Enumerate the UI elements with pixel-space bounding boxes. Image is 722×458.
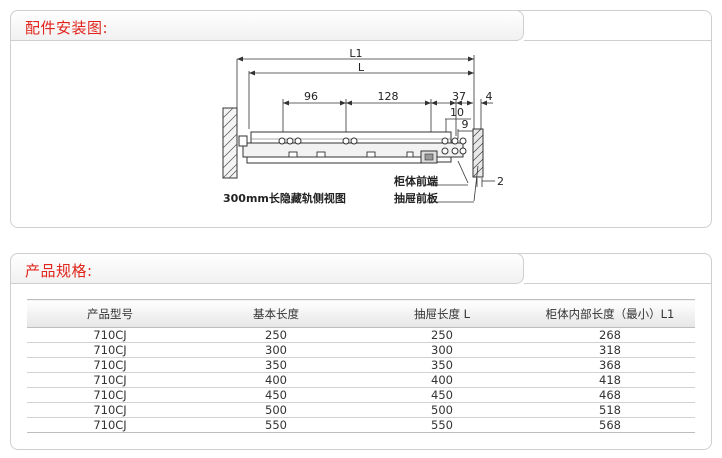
table-row: 710CJ 250 250 268 xyxy=(27,327,695,343)
installation-title: 配件安装图: xyxy=(25,19,109,37)
cell-drawer-length: 450 xyxy=(359,387,525,403)
cell-model: 710CJ xyxy=(27,327,193,343)
dim-l-label: L xyxy=(358,61,365,74)
cell-cabinet-length: 468 xyxy=(525,387,695,403)
cell-model: 710CJ xyxy=(27,372,193,388)
cell-cabinet-length: 568 xyxy=(525,417,695,433)
cell-drawer-length: 500 xyxy=(359,402,525,418)
spec-tab: 产品规格: xyxy=(10,253,524,284)
cell-base-length: 450 xyxy=(193,387,359,403)
cell-base-length: 250 xyxy=(193,327,359,343)
dim-2-label: 2 xyxy=(497,175,504,188)
cell-model: 710CJ xyxy=(27,342,193,358)
dimension-arrowheads xyxy=(237,56,487,106)
cell-model: 710CJ xyxy=(27,417,193,433)
cabinet-front-label: 柜体前端 xyxy=(393,174,438,188)
cell-cabinet-length: 368 xyxy=(525,357,695,373)
cell-model: 710CJ xyxy=(27,402,193,418)
spec-panel: 产品规格: 产品型号 基本长度 抽屉长度 L 柜体内部长度（最小）L1 710C… xyxy=(10,253,712,450)
cell-cabinet-length: 418 xyxy=(525,372,695,388)
cell-base-length: 350 xyxy=(193,357,359,373)
installation-tab: 配件安装图: xyxy=(10,10,524,41)
cell-drawer-length: 300 xyxy=(359,342,525,358)
header-model: 产品型号 xyxy=(27,299,193,328)
cell-model: 710CJ xyxy=(27,357,193,373)
cell-cabinet-length: 318 xyxy=(525,342,695,358)
spec-table: 产品型号 基本长度 抽屉长度 L 柜体内部长度（最小）L1 710CJ 250 … xyxy=(27,299,695,433)
dim-9-label: 9 xyxy=(462,118,469,131)
cell-drawer-length: 550 xyxy=(359,417,525,433)
tab-divider xyxy=(524,283,711,284)
table-row: 710CJ 500 500 518 xyxy=(27,402,695,418)
drawer-front-label: 抽屉前板 xyxy=(394,191,439,205)
dim-10-label: 10 xyxy=(450,106,464,119)
table-row: 710CJ 400 400 418 xyxy=(27,372,695,388)
cell-cabinet-length: 518 xyxy=(525,402,695,418)
label-leader-lines xyxy=(423,160,495,203)
diagram-caption: 300mm长隐藏轨侧视图 xyxy=(223,191,346,205)
cell-base-length: 300 xyxy=(193,342,359,358)
table-header-row: 产品型号 基本长度 抽屉长度 L 柜体内部长度（最小）L1 xyxy=(27,299,695,328)
drawer-slide-rail xyxy=(238,131,467,164)
table-row: 710CJ 300 300 318 xyxy=(27,342,695,358)
header-base-length: 基本长度 xyxy=(193,299,359,328)
table-row: 710CJ 450 450 468 xyxy=(27,387,695,403)
cell-base-length: 550 xyxy=(193,417,359,433)
table-row: 710CJ 550 550 568 xyxy=(27,417,695,433)
header-cabinet-min-length: 柜体内部长度（最小）L1 xyxy=(525,299,695,328)
cabinet-back-wall xyxy=(222,107,238,179)
cell-base-length: 500 xyxy=(193,402,359,418)
cell-drawer-length: 400 xyxy=(359,372,525,388)
dim-96-label: 96 xyxy=(304,90,318,103)
cabinet-front-wall xyxy=(472,128,484,178)
cell-cabinet-length: 268 xyxy=(525,327,695,343)
cell-model: 710CJ xyxy=(27,387,193,403)
dim-4-label: 4 xyxy=(486,90,493,103)
spec-title: 产品规格: xyxy=(25,262,93,280)
dim-37-label: 37 xyxy=(452,90,466,103)
cell-base-length: 400 xyxy=(193,372,359,388)
cell-drawer-length: 350 xyxy=(359,357,525,373)
dim-l1-label: L1 xyxy=(349,47,362,60)
dim-128-label: 128 xyxy=(378,90,399,103)
dimension-lines xyxy=(236,55,493,139)
installation-panel: 配件安装图: xyxy=(10,10,712,228)
table-row: 710CJ 350 350 368 xyxy=(27,357,695,373)
cell-drawer-length: 250 xyxy=(359,327,525,343)
tab-divider xyxy=(524,40,711,41)
header-drawer-length: 抽屉长度 L xyxy=(359,299,525,328)
slide-side-view-diagram: L1 L 96 128 37 4 10 9 2 柜体前端 抽屉前板 300mm长… xyxy=(222,47,504,205)
